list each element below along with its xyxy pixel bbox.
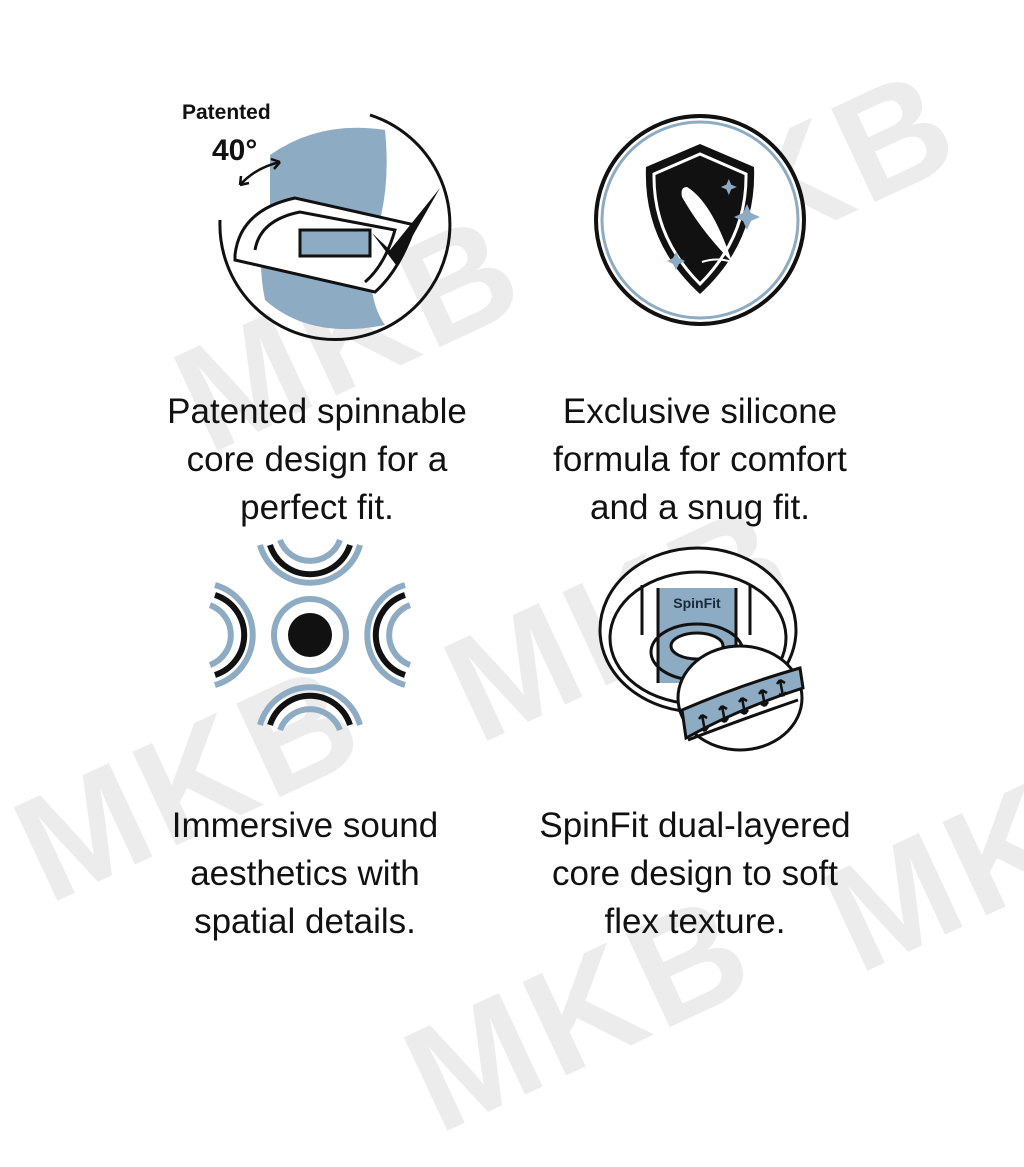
spinnable-core-icon	[218, 113, 452, 342]
feature-caption: Patented spinnable core design for a per…	[127, 388, 507, 532]
caption-line: Patented spinnable	[167, 392, 467, 431]
caption-line: and a snug fit.	[590, 488, 810, 527]
caption-line: flex texture.	[604, 902, 786, 941]
caption-line: core design to soft	[552, 854, 838, 893]
caption-line: aesthetics with	[190, 854, 420, 893]
sound-waves-icon	[208, 538, 412, 732]
caption-line: Immersive sound	[171, 806, 439, 845]
feature-caption: SpinFit dual-layered core design to soft…	[505, 802, 885, 946]
patented-label: Patented	[182, 101, 271, 124]
feature-caption: Exclusive silicone formula for comfort a…	[510, 388, 890, 532]
spinfit-brand-label: SpinFit	[673, 595, 721, 611]
feature-caption: Immersive sound aesthetics with spatial …	[115, 802, 495, 946]
caption-line: formula for comfort	[553, 440, 847, 479]
caption-line: spatial details.	[194, 902, 416, 941]
shield-feather-icon	[594, 114, 806, 326]
caption-line: SpinFit dual-layered	[539, 806, 851, 845]
caption-line: perfect fit.	[240, 488, 394, 527]
dual-layer-eartip-icon: SpinFit	[598, 546, 805, 752]
angle-label: 40°	[212, 134, 258, 167]
caption-line: Exclusive silicone	[562, 392, 838, 431]
caption-line: core design for a	[186, 440, 448, 479]
